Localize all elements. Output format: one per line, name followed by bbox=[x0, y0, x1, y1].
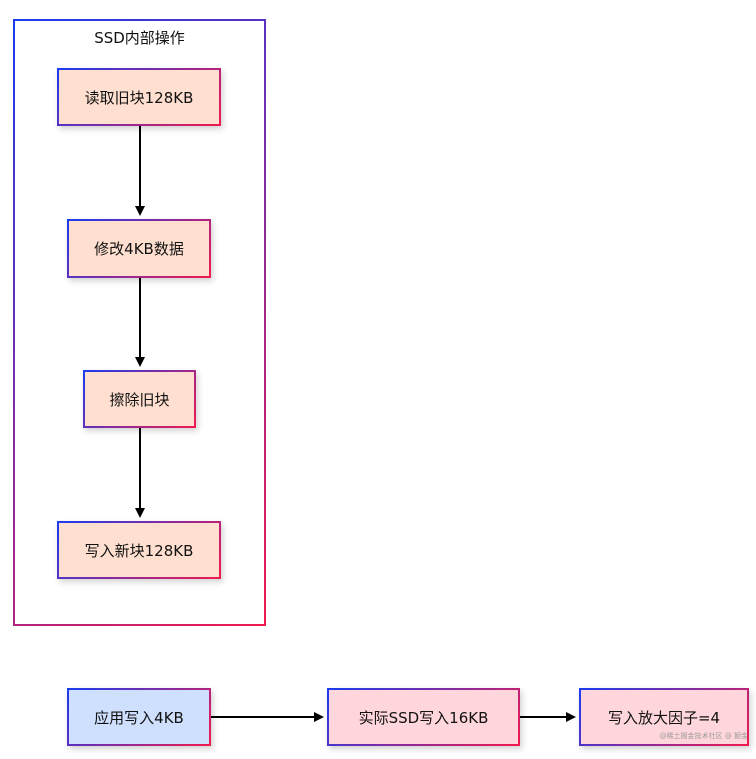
node-actual-ssd-write: 实际SSD写入16KB bbox=[327, 688, 520, 746]
node-label: 读取旧块128KB bbox=[84, 88, 194, 107]
node-write-new-block: 写入新块128KB bbox=[57, 521, 221, 579]
node-read-old-block: 读取旧块128KB bbox=[57, 68, 221, 126]
node-label: 实际SSD写入16KB bbox=[358, 708, 489, 727]
node-amplification-factor: 写入放大因子=4 bbox=[579, 688, 749, 746]
node-label: 修改4KB数据 bbox=[94, 240, 184, 258]
node-erase-old-block: 擦除旧块 bbox=[83, 370, 196, 428]
node-label: 写入放大因子=4 bbox=[607, 708, 721, 727]
node-label: 应用写入4KB bbox=[94, 708, 184, 727]
cluster-title: SSD内部操作 bbox=[94, 29, 185, 47]
node-app-write: 应用写入4KB bbox=[67, 688, 211, 746]
node-label: 擦除旧块 bbox=[109, 390, 170, 409]
node-label: 写入新块128KB bbox=[84, 541, 194, 560]
node-modify-data: 修改4KB数据 bbox=[67, 219, 211, 278]
watermark: @稀土掘金技术社区 @ 掘金 bbox=[659, 732, 748, 740]
